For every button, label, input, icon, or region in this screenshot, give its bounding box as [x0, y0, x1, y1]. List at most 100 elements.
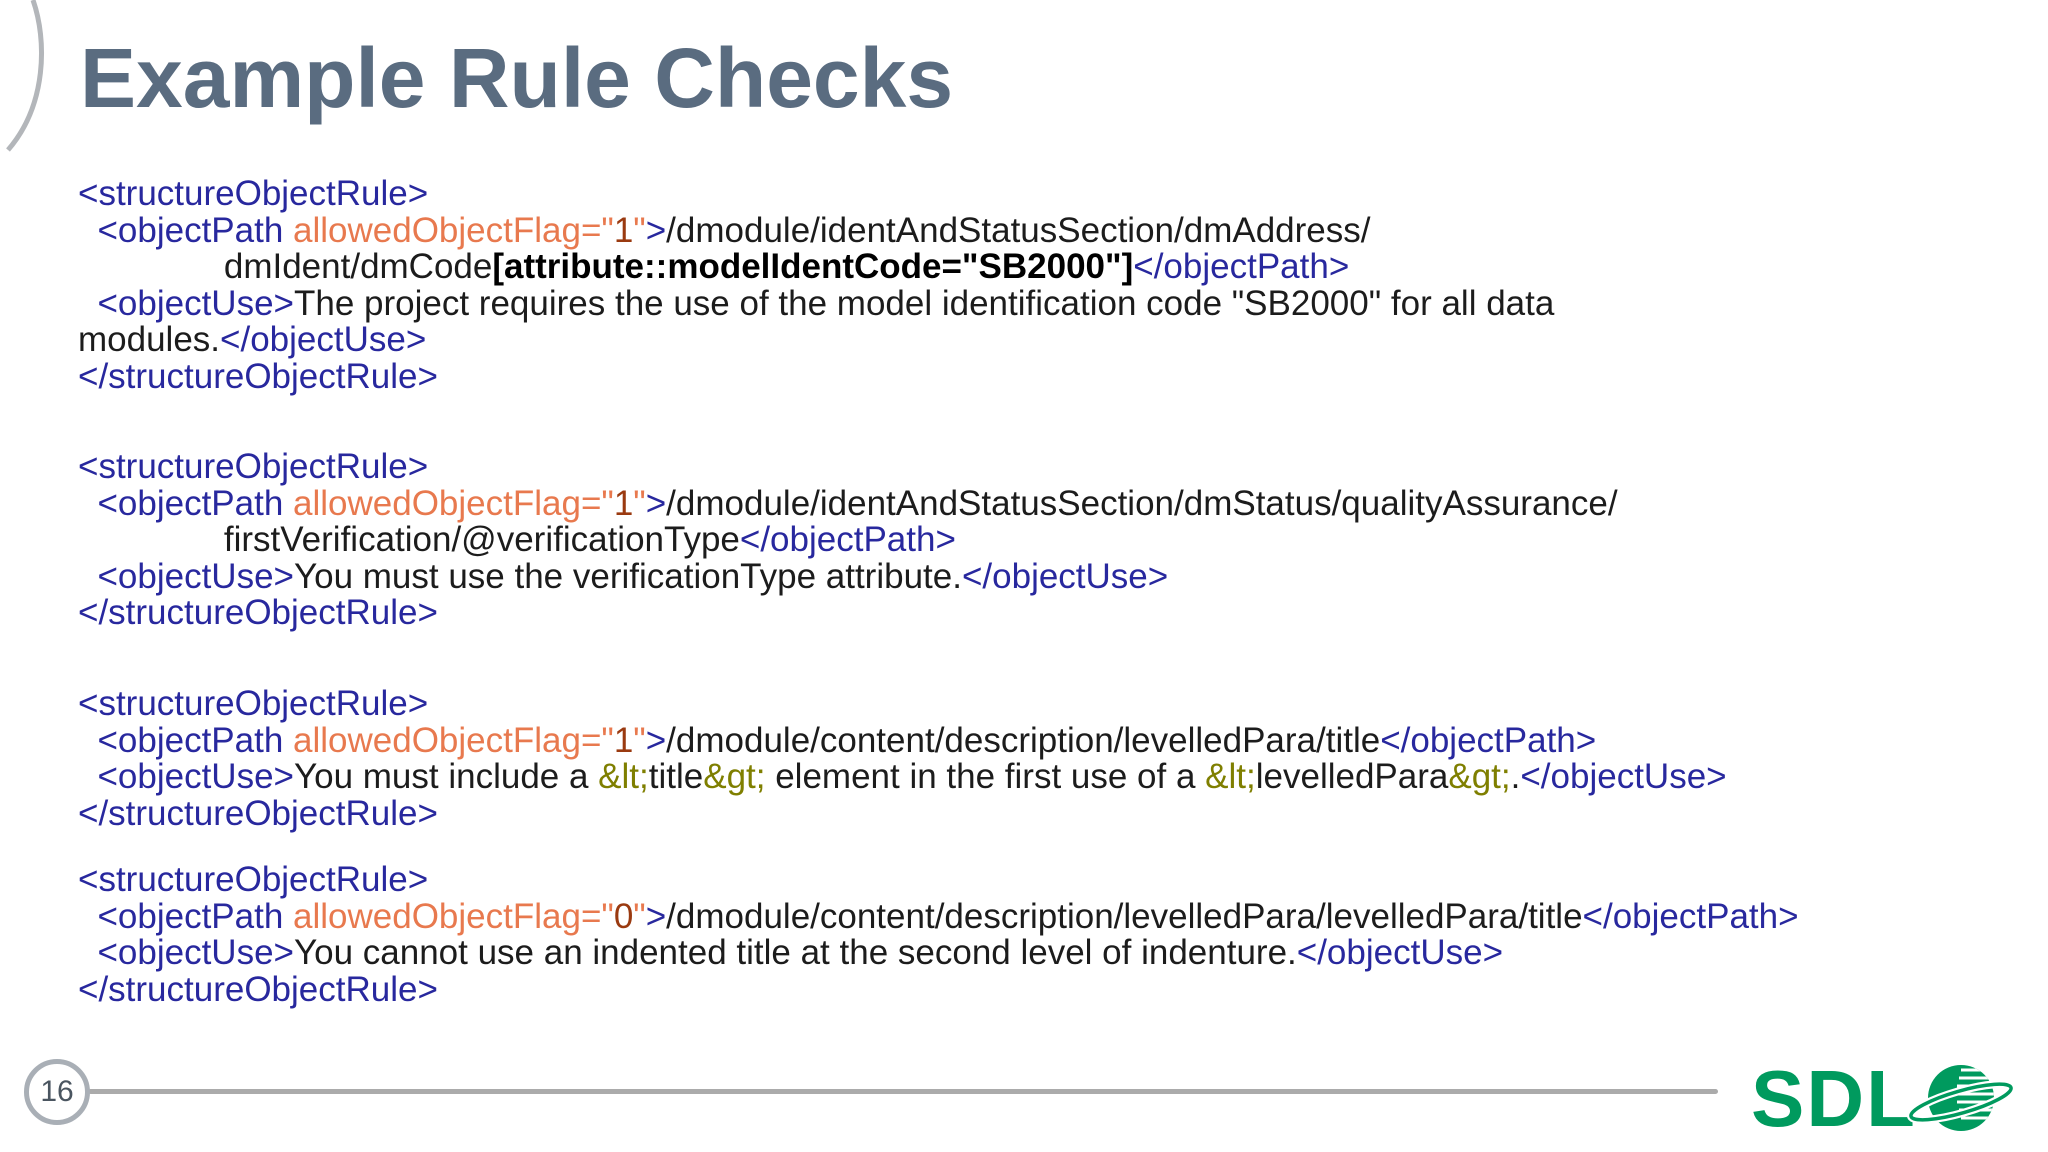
code-segment-tag: </structureObjectRule>	[78, 593, 438, 633]
code-segment-text: You must include a	[293, 757, 599, 797]
code-segment-text	[78, 557, 97, 596]
code-segment-text	[78, 933, 97, 972]
code-segment-ent: &gt;	[703, 757, 766, 797]
code-segment-val: 0	[613, 896, 634, 936]
code-segment-text: title	[648, 757, 704, 797]
code-segment-attr: "	[633, 483, 646, 523]
code-segment-tag: <objectUse>	[97, 757, 294, 797]
code-segment-attr: "	[633, 720, 646, 760]
code-segment-tag: <structureObjectRule>	[78, 860, 429, 899]
code-line: <objectUse>The project requires the use …	[78, 283, 1555, 323]
code-segment-tag: <objectPath	[97, 483, 294, 523]
code-line: <objectPath allowedObjectFlag="0">/dmodu…	[78, 896, 1799, 936]
code-segment-attr: "	[633, 210, 646, 250]
code-segment-ent: &gt;	[1448, 757, 1511, 797]
code-segment-tag: </objectUse>	[1520, 757, 1727, 797]
code-segment-attr: "	[633, 896, 646, 936]
code-line: <objectUse>You cannot use an indented ti…	[78, 933, 1799, 973]
code-segment-text	[78, 211, 97, 250]
code-segment-val: 1	[613, 720, 634, 760]
code-segment-tag: <objectPath	[97, 210, 294, 250]
code-segment-bold: [attribute::modelIdentCode="SB2000"]	[492, 247, 1134, 287]
code-segment-tag: </objectPath>	[1582, 896, 1799, 936]
code-segment-tag: <objectPath	[97, 896, 294, 936]
code-segment-text: You cannot use an indented title at the …	[293, 933, 1297, 973]
code-segment-tag: </objectPath>	[1133, 247, 1350, 287]
code-segment-text: You must use the verificationType attrib…	[293, 556, 962, 596]
code-line: <objectPath allowedObjectFlag="1">/dmodu…	[78, 483, 1618, 523]
page-number: 16	[40, 1075, 74, 1108]
code-segment-text: dmIdent/dmCode	[223, 247, 493, 287]
code-line: </structureObjectRule>	[78, 969, 1799, 1009]
code-segment-attr: allowedObjectFlag="	[293, 720, 614, 760]
rule-block-1: <structureObjectRule> <objectPath allowe…	[78, 174, 1555, 396]
page-number-badge: 16	[24, 1059, 90, 1125]
code-segment-text	[78, 520, 224, 559]
code-line: firstVerification/@verificationType</obj…	[78, 520, 1618, 560]
footer-divider-line	[88, 1089, 1718, 1094]
code-segment-text	[78, 721, 97, 760]
code-segment-ent: &lt;	[1205, 757, 1256, 797]
code-segment-attr: allowedObjectFlag="	[293, 210, 614, 250]
code-segment-text: /dmodule/content/description/levelledPar…	[666, 720, 1381, 760]
code-segment-text	[78, 247, 224, 286]
code-segment-tag: >	[645, 720, 667, 760]
sdl-logo: SDL	[1751, 1054, 2013, 1143]
code-segment-tag: <objectUse>	[97, 556, 294, 596]
code-line: </structureObjectRule>	[78, 595, 1618, 632]
code-line: <structureObjectRule>	[78, 860, 1799, 899]
code-segment-tag: <structureObjectRule>	[78, 447, 429, 486]
code-segment-tag: </objectUse>	[220, 320, 427, 360]
code-segment-tag: </objectUse>	[1296, 933, 1504, 973]
code-segment-tag: >	[645, 210, 667, 250]
code-segment-text: firstVerification/@verificationType	[223, 520, 740, 560]
code-segment-text: modules.	[78, 320, 221, 360]
code-line: <objectUse>You must use the verification…	[78, 556, 1618, 596]
code-line: <structureObjectRule>	[78, 684, 1727, 723]
code-line: modules.</objectUse>	[78, 322, 1554, 359]
code-segment-val: 1	[613, 210, 634, 250]
code-line: </structureObjectRule>	[78, 793, 1727, 833]
code-segment-tag: <objectUse>	[97, 933, 294, 973]
code-segment-tag: </objectPath>	[1380, 720, 1597, 760]
code-segment-attr: allowedObjectFlag="	[293, 483, 614, 523]
code-segment-tag: >	[645, 483, 667, 523]
rule-block-4: <structureObjectRule> <objectPath allowe…	[78, 860, 1799, 1009]
rule-block-3: <structureObjectRule> <objectPath allowe…	[78, 684, 1727, 833]
slide-title: Example Rule Checks	[80, 31, 954, 125]
code-segment-tag: </structureObjectRule>	[78, 356, 438, 396]
code-segment-text	[78, 284, 97, 323]
code-segment-text	[78, 484, 97, 523]
code-segment-tag: <objectPath	[97, 720, 294, 760]
code-segment-text: levelledPara	[1255, 757, 1449, 797]
code-segment-val: 1	[613, 483, 634, 523]
code-segment-text: /dmodule/identAndStatusSection/dmAddress…	[666, 210, 1371, 250]
code-segment-tag: </objectPath>	[739, 520, 956, 560]
code-segment-text: /dmodule/identAndStatusSection/dmStatus/…	[666, 483, 1618, 523]
code-line: <structureObjectRule>	[78, 174, 1554, 213]
code-segment-tag: </structureObjectRule>	[78, 793, 438, 833]
code-line: <objectPath allowedObjectFlag="1">/dmodu…	[78, 210, 1554, 250]
code-segment-text	[78, 897, 97, 936]
code-segment-tag: </structureObjectRule>	[78, 969, 438, 1009]
corner-arc-decoration	[6, 0, 45, 152]
code-segment-text	[78, 757, 97, 796]
code-segment-tag: <objectUse>	[97, 283, 294, 323]
code-line: dmIdent/dmCode[attribute::modelIdentCode…	[78, 247, 1554, 287]
code-segment-text: /dmodule/content/description/levelledPar…	[666, 896, 1583, 936]
code-segment-tag: <structureObjectRule>	[78, 684, 429, 723]
code-line: <objectUse>You must include a &lt;title&…	[78, 757, 1727, 797]
sdl-logo-text: SDL	[1751, 1054, 1917, 1143]
code-segment-tag: </objectUse>	[961, 556, 1169, 596]
code-line: <structureObjectRule>	[78, 447, 1618, 486]
code-segment-text: .	[1510, 757, 1521, 797]
code-segment-text: The project requires the use of the mode…	[293, 283, 1555, 323]
code-segment-text: element in the first use of a	[765, 757, 1206, 797]
rule-block-2: <structureObjectRule> <objectPath allowe…	[78, 447, 1618, 632]
code-segment-tag: <structureObjectRule>	[78, 174, 429, 213]
code-line: </structureObjectRule>	[78, 356, 1554, 396]
code-segment-attr: allowedObjectFlag="	[293, 896, 614, 936]
code-segment-tag: >	[645, 896, 667, 936]
code-segment-ent: &lt;	[598, 757, 649, 797]
